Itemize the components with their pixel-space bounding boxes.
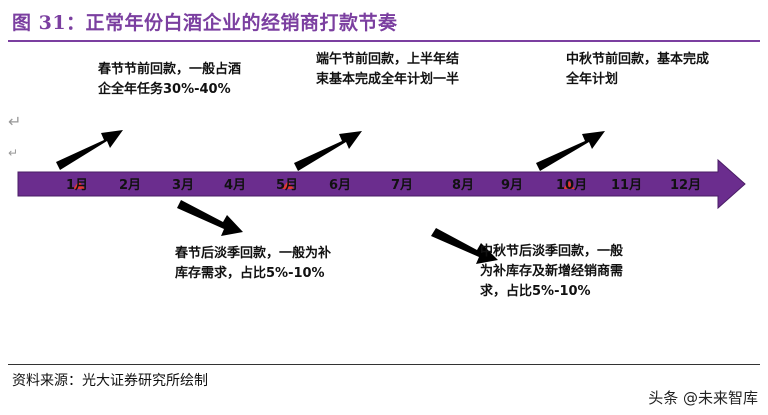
month-label: 6月	[329, 178, 352, 193]
month-label: 12月	[670, 178, 702, 193]
note-line: 企全年任务30%-40%	[98, 82, 231, 97]
month-label: 9月	[501, 178, 524, 193]
arrow-spring-before	[56, 130, 123, 170]
note-line: 春节节前回款，一般占酒	[98, 62, 242, 77]
paragraph-mark-icon: ↵	[8, 112, 22, 131]
month-label: 7月	[391, 178, 414, 193]
month-label: 10月	[556, 178, 588, 193]
month-label: 3月	[172, 178, 195, 193]
note-midautumn-after: 中秋节后淡季回款，一般 为补库存及新增经销商需 求，占比5%-10%	[480, 242, 623, 302]
arrow-midautumn-after	[431, 228, 498, 264]
note-spring-before: 春节节前回款，一般占酒 企全年任务30%-40%	[98, 60, 241, 100]
arrow-midautumn-before	[536, 131, 605, 171]
month-label: 2月	[119, 178, 142, 193]
note-midautumn-before: 中秋节前回款，基本完成 全年计划	[566, 50, 709, 90]
note-dragon-before: 端午节前回款，上半年结 束基本完成全年计划一半	[316, 50, 459, 90]
source-note: 资料来源：光大证券研究所绘制	[12, 373, 208, 389]
note-line: 全年计划	[566, 72, 619, 87]
title-divider	[8, 40, 760, 42]
note-line: 春节后淡季回款，一般为补	[175, 246, 332, 261]
month-label: 1月	[66, 178, 89, 193]
marker-jan	[73, 181, 85, 189]
marker-may	[282, 181, 294, 189]
note-spring-after: 春节后淡季回款，一般为补 库存需求，占比5%-10%	[175, 244, 331, 284]
note-line: 为补库存及新增经销商需	[480, 264, 624, 279]
note-line: 库存需求，占比5%-10%	[175, 266, 325, 281]
arrow-dragon-before	[294, 131, 362, 171]
timeline-bar	[17, 158, 746, 210]
note-line: 求，占比5%-10%	[480, 284, 591, 299]
watermark: 头条 @未来智库	[648, 389, 758, 407]
month-label: 5月	[276, 178, 299, 193]
paragraph-mark-icon: ↵	[8, 146, 19, 160]
source-divider	[8, 364, 760, 365]
marker-oct	[563, 181, 575, 189]
figure-title: 图 31：正常年份白酒企业的经销商打款节奏	[12, 12, 398, 34]
note-line: 束基本完成全年计划一半	[316, 72, 460, 87]
month-label: 8月	[452, 178, 475, 193]
month-label: 11月	[611, 178, 643, 193]
arrow-spring-after	[177, 200, 243, 236]
note-line: 中秋节前回款，基本完成	[566, 52, 710, 67]
note-line: 中秋节后淡季回款，一般	[480, 244, 624, 259]
note-line: 端午节前回款，上半年结	[316, 52, 460, 67]
month-label: 4月	[224, 178, 247, 193]
